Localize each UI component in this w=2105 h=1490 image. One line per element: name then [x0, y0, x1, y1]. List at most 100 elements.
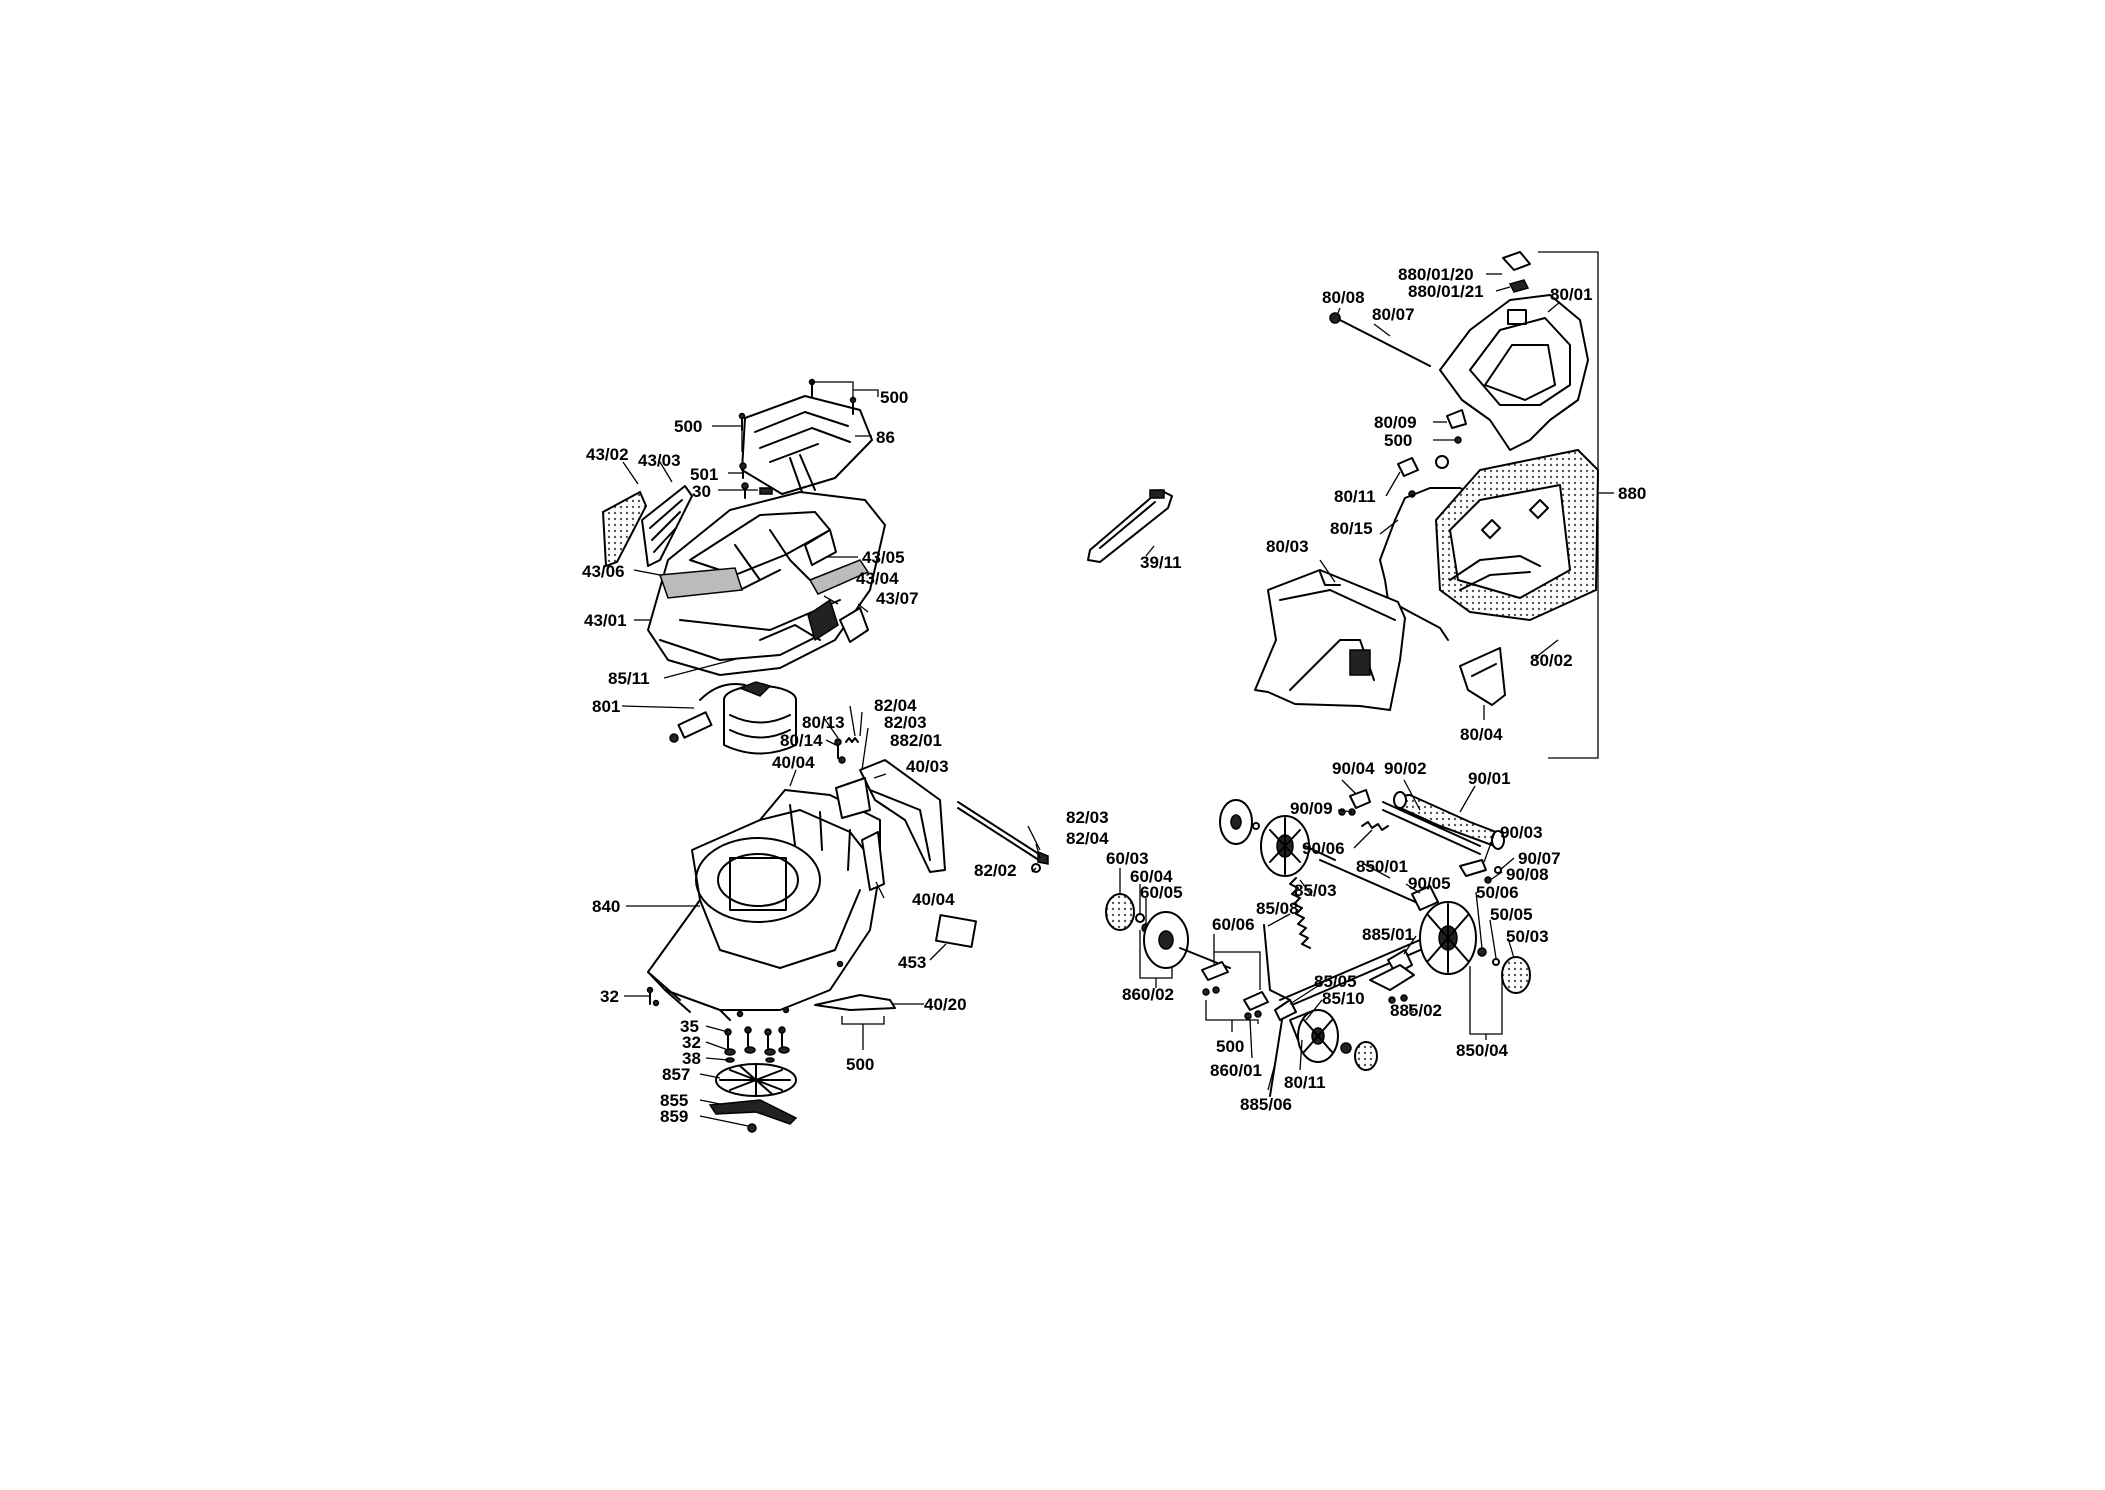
deck-840	[647, 789, 881, 1011]
label-85-10: 85/10	[1322, 989, 1365, 1008]
group-bracket-880	[1538, 251, 1599, 759]
screw-icon	[1202, 988, 1210, 996]
screw-icon	[1254, 1010, 1262, 1018]
label-43-07: 43/07	[876, 589, 919, 608]
label-50-05: 50/05	[1490, 905, 1533, 924]
motor-801	[723, 700, 797, 755]
label-860-02: 860/02	[1122, 985, 1174, 1004]
label-60-06: 60/06	[1212, 915, 1255, 934]
spring-icon	[845, 737, 859, 743]
plate-60-06	[1243, 991, 1269, 1011]
clip-43-05	[804, 529, 837, 566]
label-90-05: 90/05	[1408, 874, 1451, 893]
label-90-08: 90/08	[1506, 865, 1549, 884]
label-880-01-21: 880/01/21	[1408, 282, 1484, 301]
label-882-01: 882/01	[890, 731, 942, 750]
label-80-09: 80/09	[1374, 413, 1417, 432]
label-80-07: 80/07	[1372, 305, 1415, 324]
rod-82-02	[957, 801, 1043, 857]
blade-855	[708, 1099, 798, 1125]
screw-icon	[764, 1028, 772, 1049]
screw-icon	[739, 462, 747, 479]
label-82-04-b: 82/04	[1066, 829, 1109, 848]
screw-icon	[1244, 1012, 1252, 1020]
screw-icon	[838, 756, 846, 764]
rod-80-07	[1339, 319, 1431, 367]
label-50-06: 50/06	[1476, 883, 1519, 902]
label-60-03: 60/03	[1106, 849, 1149, 868]
spring-85-03	[1289, 877, 1311, 949]
label-85-08: 85/08	[1256, 899, 1299, 918]
label-80-01: 80/01	[1550, 285, 1593, 304]
label-500-bottom: 500	[846, 1055, 874, 1074]
label-90-04: 90/04	[1332, 759, 1375, 778]
label-43-04: 43/04	[856, 569, 899, 588]
bracket-885-02	[1369, 964, 1415, 991]
label-859: 859	[660, 1107, 688, 1126]
label-857: 857	[662, 1065, 690, 1084]
bracket-90-04	[1349, 789, 1371, 809]
motor-group	[669, 681, 797, 755]
screw-icon	[836, 960, 844, 968]
label-80-03: 80/03	[1266, 537, 1309, 556]
housing-cover-group	[601, 378, 886, 676]
label-500-right: 500	[1384, 431, 1412, 450]
label-90-01: 90/01	[1468, 769, 1511, 788]
label-500-top-r: 500	[880, 388, 908, 407]
washer-60-04	[1135, 913, 1145, 923]
label-35: 35	[680, 1017, 699, 1036]
label-82-03-a: 82/03	[884, 713, 927, 732]
label-86: 86	[876, 428, 895, 447]
leader-lines	[621, 273, 1614, 1127]
part-43-07	[839, 607, 869, 643]
part-43-04	[807, 598, 839, 642]
label-43-01: 43/01	[584, 611, 627, 630]
screw-icon	[1388, 996, 1396, 1004]
label-80-11-a: 80/11	[1334, 487, 1376, 506]
axle-850-01	[1319, 859, 1421, 905]
part-40-04	[861, 831, 885, 891]
label-50-03: 50/03	[1506, 927, 1549, 946]
part-80-04	[1459, 647, 1506, 706]
bracket-90-03	[1459, 859, 1487, 877]
label-30: 30	[692, 482, 711, 501]
screw-icon	[744, 1026, 752, 1047]
label-840: 840	[592, 897, 620, 916]
washer-50-05	[1492, 958, 1500, 966]
label-80-14: 80/14	[780, 731, 823, 750]
label-80-02: 80/02	[1530, 651, 1573, 670]
part-880-01-20	[1502, 251, 1531, 271]
hubcap	[1354, 1041, 1378, 1071]
screw-icon	[1454, 436, 1462, 444]
label-80-15: 80/15	[1330, 519, 1373, 538]
deflector-40-20	[814, 994, 896, 1011]
label-500-top-l: 500	[674, 417, 702, 436]
label-82-02: 82/02	[974, 861, 1017, 880]
label-90-06: 90/06	[1302, 839, 1345, 858]
switch-882-01	[835, 777, 871, 819]
deck-group	[646, 737, 1049, 1133]
screw-icon	[1212, 986, 1220, 994]
label-32-a: 32	[600, 987, 619, 1006]
grass-box-group	[1254, 251, 1600, 759]
label-85-05: 85/05	[1314, 972, 1357, 991]
part-labels: 500 500 86 43/02 43/03 501 30 43/05 43/0…	[582, 265, 1646, 1126]
lever-85-08	[1263, 924, 1291, 1001]
latch-80-09	[1446, 409, 1467, 429]
nut-50-06	[1477, 947, 1487, 957]
wheel-group	[1105, 789, 1531, 1097]
label-880-01-20: 880/01/20	[1398, 265, 1474, 284]
panel-43-06	[658, 567, 743, 599]
label-860-01: 860/01	[1210, 1061, 1262, 1080]
bracket-39-11	[1087, 489, 1173, 563]
clip-30	[759, 487, 773, 495]
label-85-11: 85/11	[608, 669, 650, 688]
label-80-08: 80/08	[1322, 288, 1365, 307]
hubcap-60-03	[1105, 893, 1135, 931]
label-40-04-b: 40/04	[912, 890, 955, 909]
screw-icon	[834, 738, 842, 759]
label-80-04: 80/04	[1460, 725, 1503, 744]
label-801: 801	[592, 697, 620, 716]
screw-icon	[782, 1006, 790, 1014]
label-43-05: 43/05	[862, 548, 905, 567]
